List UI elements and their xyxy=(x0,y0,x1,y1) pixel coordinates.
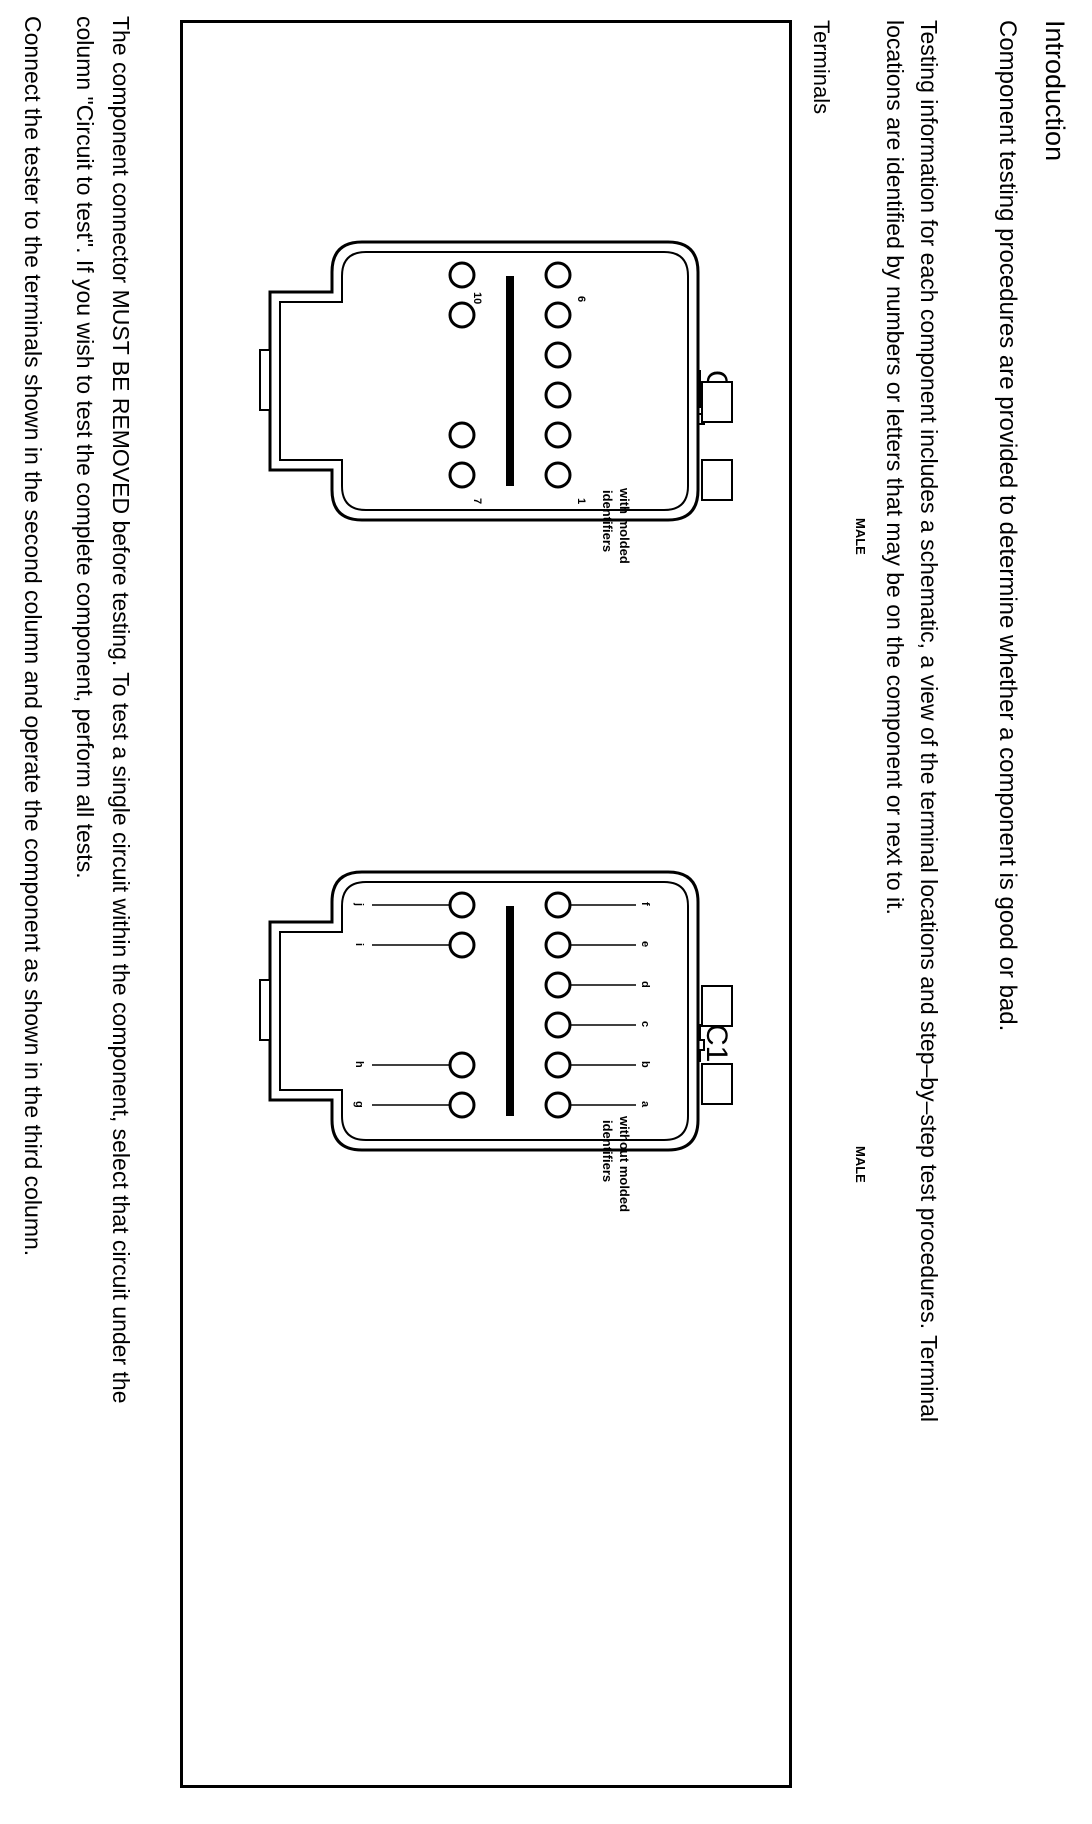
connector-housing xyxy=(268,870,700,1152)
pin-5 xyxy=(544,301,572,329)
tester-instruction: Connect the tester to the terminals show… xyxy=(20,16,46,1257)
pin-g xyxy=(372,1091,476,1119)
connector-label-c1-right: C1 xyxy=(700,1024,733,1062)
pin-label-b: b xyxy=(639,1061,651,1068)
pin-label-6: 6 xyxy=(575,296,587,302)
pin-e xyxy=(544,931,636,959)
pin-9 xyxy=(448,301,476,329)
connector-latch xyxy=(701,1063,733,1105)
pin-row-divider xyxy=(506,276,514,486)
connector-without-molded-identifiers: C1 xyxy=(259,870,868,1212)
pin-label-10: 10 xyxy=(471,292,483,304)
pin-7 xyxy=(448,461,476,489)
connector-housing-inner xyxy=(279,881,689,1141)
connector-with-molded-identifiers: C1 1 6 xyxy=(259,240,868,564)
molded-identifier-note-line-1: without molded xyxy=(617,1115,632,1212)
pin-label-g: g xyxy=(353,1101,365,1108)
molded-identifier-note-line-2: identifiers xyxy=(600,1120,615,1182)
pin-label-f: f xyxy=(639,902,651,906)
pin-2 xyxy=(544,421,572,449)
pin-label-a: a xyxy=(639,1101,651,1108)
pin-10 xyxy=(448,261,476,289)
pin-4 xyxy=(544,341,572,369)
gender-label-right: MALE xyxy=(853,1146,868,1183)
pin-8 xyxy=(448,421,476,449)
pin-h xyxy=(372,1051,476,1079)
pin-f xyxy=(544,891,636,919)
pin-label-i: i xyxy=(353,943,365,946)
pin-row-divider xyxy=(506,906,514,1116)
pin-label-e: e xyxy=(639,941,651,947)
pin-b xyxy=(544,1051,636,1079)
connector-latch xyxy=(701,459,733,501)
pin-label-1: 1 xyxy=(575,498,587,504)
pin-label-c: c xyxy=(639,1021,651,1027)
pin-j xyxy=(372,891,476,919)
pin-d xyxy=(544,971,636,999)
pin-label-j: j xyxy=(353,902,365,906)
pin-1 xyxy=(544,461,572,489)
pin-label-d: d xyxy=(639,981,651,988)
removal-instruction-line-2: column "Circuit to test". If you wish to… xyxy=(72,16,98,879)
molded-identifier-note-line-2: identifiers xyxy=(600,490,615,552)
pin-label-h: h xyxy=(353,1061,365,1068)
connector-housing xyxy=(268,240,700,522)
connector-tab xyxy=(259,349,271,411)
connector-housing-inner xyxy=(279,251,689,511)
pin-6 xyxy=(544,261,572,289)
pin-a xyxy=(544,1091,636,1119)
connector-latch xyxy=(701,381,733,423)
gender-label-left: MALE xyxy=(853,518,868,555)
pin-3 xyxy=(544,381,572,409)
pin-c xyxy=(544,1011,636,1039)
molded-identifier-note-line-1: with molded xyxy=(617,487,632,564)
pin-i xyxy=(372,931,476,959)
connector-latch xyxy=(701,985,733,1027)
pin-label-7: 7 xyxy=(471,498,483,504)
connector-tab xyxy=(259,979,271,1041)
removal-instruction-line-1: The component connector MUST BE REMOVED … xyxy=(108,16,134,1404)
